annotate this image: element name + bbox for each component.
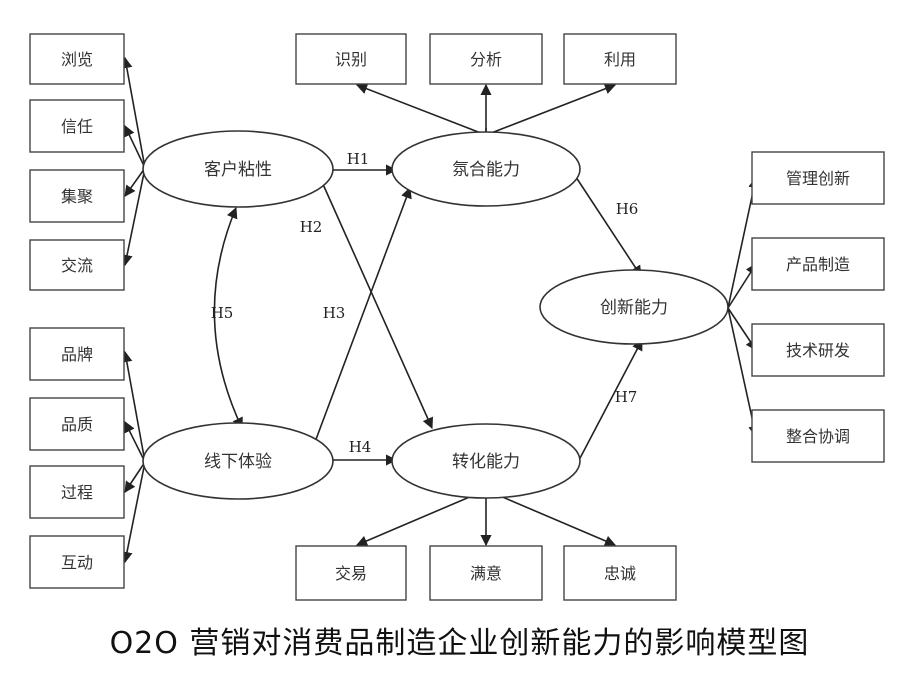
indicator-box-use: 利用 bbox=[563, 33, 677, 85]
hypothesis-label-h6: H6 bbox=[616, 200, 639, 218]
indicator-box-trade: 交易 bbox=[295, 545, 407, 601]
edge-offline-interact bbox=[121, 461, 146, 564]
edge-stickiness-browse bbox=[121, 56, 146, 169]
indicator-box-gather: 集聚 bbox=[29, 169, 125, 223]
hypothesis-label-h7: H7 bbox=[615, 388, 638, 406]
node-offline-experience: 线下体验 bbox=[142, 422, 334, 500]
hypothesis-label-h4: H4 bbox=[349, 438, 372, 456]
indicator-label: 品质 bbox=[61, 415, 93, 434]
node-label: 转化能力 bbox=[452, 452, 520, 472]
indicator-label: 产品制造 bbox=[786, 255, 850, 274]
indicator-box-communicate: 交流 bbox=[29, 239, 125, 291]
path-h7 bbox=[577, 339, 643, 463]
indicator-box-product-mfg: 产品制造 bbox=[751, 237, 885, 291]
edge-offline-process bbox=[124, 461, 146, 493]
edge-stickiness-communicate bbox=[121, 167, 146, 267]
node-integration-capability: 氛合能力 bbox=[391, 131, 581, 207]
indicator-label: 品牌 bbox=[61, 345, 93, 364]
edge-conversion-trade bbox=[355, 489, 487, 547]
edge-conversion-loyal bbox=[485, 489, 617, 547]
path-h6 bbox=[569, 167, 642, 277]
edge-offline-brand bbox=[121, 350, 146, 463]
indicator-label: 忠诚 bbox=[604, 564, 636, 583]
indicator-label: 利用 bbox=[604, 50, 636, 69]
indicator-label: 过程 bbox=[61, 483, 93, 502]
hypothesis-label-h1: H1 bbox=[347, 150, 370, 168]
hypothesis-label-h3: H3 bbox=[323, 304, 346, 322]
node-label: 客户粘性 bbox=[204, 160, 272, 180]
indicator-label: 整合协调 bbox=[786, 427, 850, 446]
indicator-box-browse: 浏览 bbox=[29, 33, 125, 85]
indicator-label: 互动 bbox=[61, 553, 93, 572]
indicator-box-process: 过程 bbox=[29, 465, 125, 519]
hypothesis-label-h5: H5 bbox=[211, 304, 234, 322]
node-innovation-capability: 创新能力 bbox=[539, 269, 729, 345]
edge-integration-identify bbox=[355, 83, 487, 136]
indicator-box-quality: 品质 bbox=[29, 397, 125, 451]
indicator-box-coordination: 整合协调 bbox=[751, 409, 885, 463]
indicator-label: 技术研发 bbox=[786, 341, 850, 360]
edge-stickiness-trust bbox=[124, 124, 146, 169]
indicator-box-mgmt-innovation: 管理创新 bbox=[751, 151, 885, 205]
indicator-label: 交易 bbox=[335, 564, 367, 583]
edge-stickiness-gather bbox=[124, 167, 146, 197]
edge-integration-use bbox=[485, 83, 617, 136]
node-conversion-capability: 转化能力 bbox=[391, 423, 581, 499]
node-label: 氛合能力 bbox=[452, 160, 520, 180]
indicator-box-loyal: 忠诚 bbox=[563, 545, 677, 601]
indicator-label: 管理创新 bbox=[786, 169, 850, 188]
indicator-box-brand: 品牌 bbox=[29, 327, 125, 381]
indicator-box-interact: 互动 bbox=[29, 535, 125, 589]
indicator-label: 集聚 bbox=[61, 187, 93, 206]
indicator-box-analyze: 分析 bbox=[429, 33, 543, 85]
path-h5 bbox=[213, 206, 243, 430]
indicator-box-tech-rd: 技术研发 bbox=[751, 323, 885, 377]
indicator-box-identify: 识别 bbox=[295, 33, 407, 85]
edge-offline-quality bbox=[124, 420, 146, 463]
path-h2 bbox=[321, 181, 433, 430]
indicator-label: 分析 bbox=[470, 50, 502, 69]
indicator-label: 交流 bbox=[61, 256, 93, 275]
indicator-label: 浏览 bbox=[61, 50, 93, 69]
hypothesis-label-h2: H2 bbox=[300, 218, 323, 236]
indicator-label: 信任 bbox=[61, 117, 93, 136]
path-h3 bbox=[314, 186, 412, 443]
node-customer-stickiness: 客户粘性 bbox=[142, 130, 334, 208]
indicator-label: 识别 bbox=[335, 50, 367, 69]
indicator-box-trust: 信任 bbox=[29, 99, 125, 153]
node-label: 创新能力 bbox=[600, 298, 668, 318]
figure-caption: O2O 营销对消费品制造企业创新能力的影响模型图 bbox=[109, 626, 810, 661]
indicator-label: 满意 bbox=[470, 564, 502, 583]
indicator-box-satisfy: 满意 bbox=[429, 545, 543, 601]
node-label: 线下体验 bbox=[204, 452, 272, 472]
